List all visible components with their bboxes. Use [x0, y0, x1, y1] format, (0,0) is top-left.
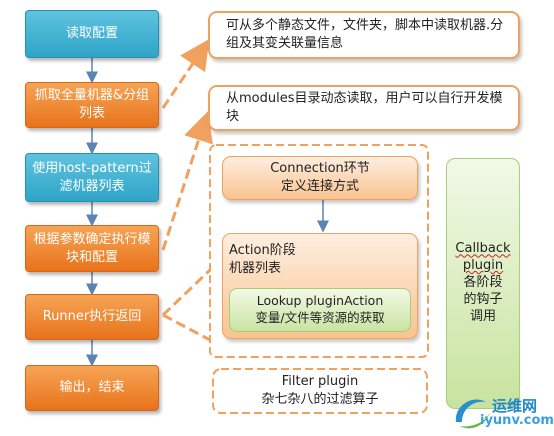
flow-step-runner: Runner执行返回: [25, 294, 159, 340]
connection-line1: Connection环节: [270, 161, 370, 177]
filter-line1: Filter plugin: [281, 374, 359, 390]
flow-step-label: 使用host-pattern过滤机器列表: [32, 160, 152, 194]
connection-line2: 定义连接方式: [280, 179, 359, 194]
watermark-logo-icon: [455, 399, 490, 429]
flow-step-label: Runner执行返回: [42, 309, 142, 325]
callout-arrow-modules: [161, 111, 213, 251]
note-text: 从modules目录动态读取，用户可以自行开发模块: [226, 91, 503, 124]
lookup-plugin-box: Lookup pluginAction 变量/文件等资源的获取: [229, 288, 411, 332]
flow-step-label: 读取配置: [65, 26, 118, 42]
watermark-cn: 运维网: [492, 397, 538, 415]
flow-step-label: 抓取全量机器&分组列表: [34, 88, 150, 121]
runner-detail-container: [209, 144, 429, 358]
flow-step-determine-module: 根据参数确定执行模块和配置: [25, 225, 159, 272]
flow-step-output: 输出，结束: [25, 365, 159, 411]
note-text: 可从多个静态文件，文件夹，脚本中读取机器.分组及其变关联量信息: [226, 18, 504, 51]
flow-step-label: 根据参数确定执行模块和配置: [33, 231, 151, 265]
connection-stage-box: Connection环节 定义连接方式: [222, 156, 418, 200]
callback-word2: plugin: [462, 258, 504, 274]
callout-arrow-config: [161, 39, 210, 109]
action-line1: Action阶段: [229, 243, 296, 258]
callback-plugin-box: Callback plugin 各阶段的钩子调用: [446, 158, 520, 409]
lookup-line2: 变量/文件等资源的获取: [255, 310, 385, 325]
callback-word1: Callback: [455, 241, 511, 257]
flow-step-label: 输出，结束: [59, 380, 125, 396]
filter-plugin-box: Filter plugin 杂七杂八的过滤算子: [215, 371, 425, 411]
action-line2: 机器列表: [229, 260, 282, 276]
flow-step-fetch-hosts: 抓取全量机器&分组列表: [25, 82, 159, 128]
callout-line-runner-lower: [162, 313, 211, 342]
filter-line2: 杂七杂八的过滤算子: [261, 392, 379, 407]
note-config-sources: 可从多个静态文件，文件夹，脚本中读取机器.分组及其变关联量信息: [208, 11, 520, 59]
flow-step-read-config: 读取配置: [25, 10, 159, 58]
flow-step-host-pattern: 使用host-pattern过滤机器列表: [25, 153, 159, 202]
callout-line-runner-upper: [161, 268, 212, 317]
filter-plugin-container: [212, 368, 428, 414]
lookup-line1: Lookup pluginAction: [256, 293, 384, 309]
note-modules: 从modules目录动态读取，用户可以自行开发模块: [208, 85, 520, 131]
watermark-url: iyunv.com: [480, 413, 554, 428]
watermark: 运维网 iyunv.com: [450, 392, 554, 432]
callback-description: 各阶段的钩子调用: [463, 275, 503, 324]
